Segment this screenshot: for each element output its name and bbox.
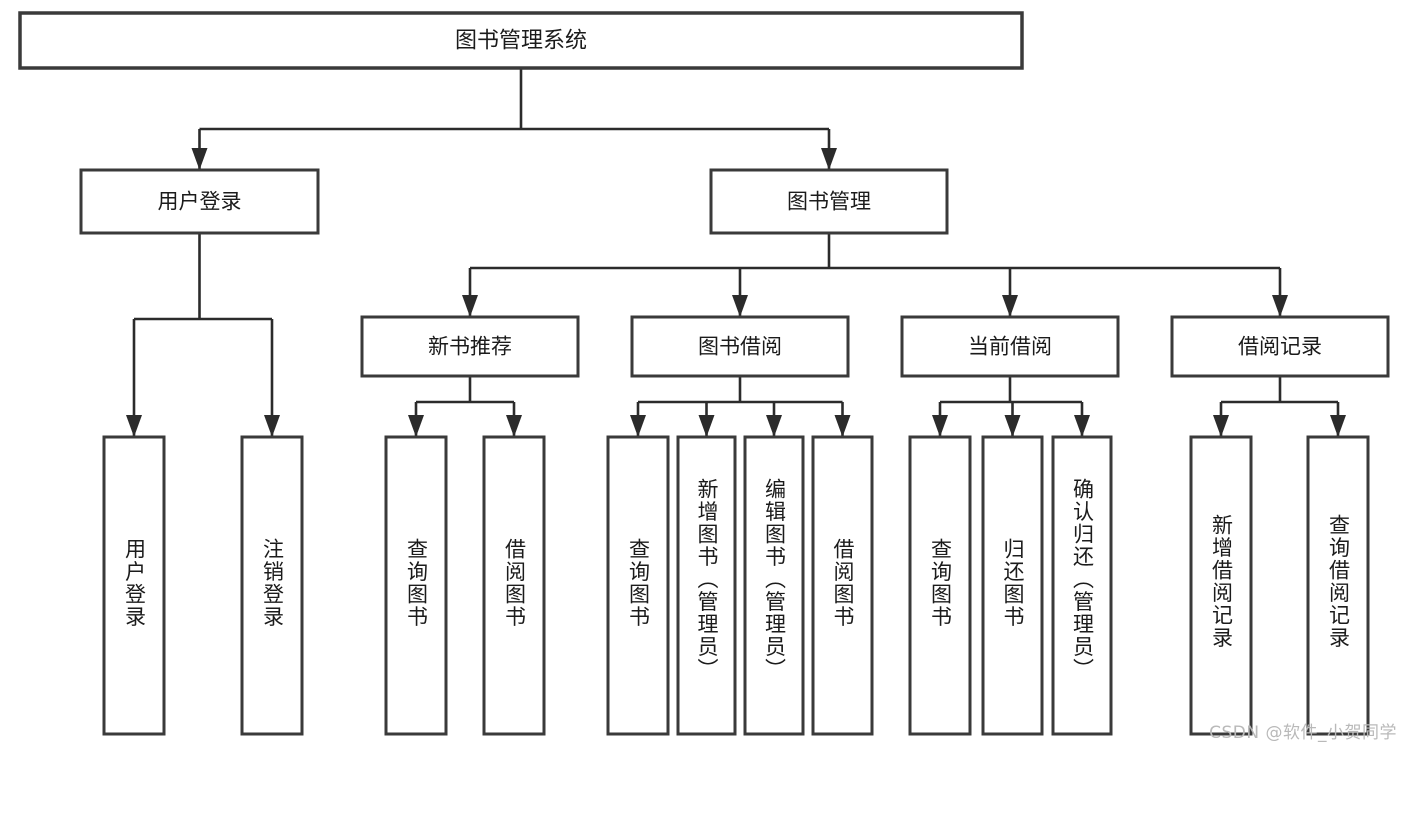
arrow-icon-leaf-confirm-return-admin [1074,415,1090,437]
node-label-borrow-record: 借阅记录 [1238,335,1322,359]
node-label-root: 图书管理系统 [455,29,587,54]
arrow-icon-leaf-add-book-admin [698,415,715,437]
arrow-icon-leaf-borrow-book [834,415,851,437]
node-box-leaf-borrow-book-recommend[interactable] [482,435,546,736]
node-box-leaf-user-login[interactable] [102,435,166,736]
arrow-icon-leaf-user-login [126,415,142,437]
arrow-icon-leaf-add-borrow-record [1213,415,1229,437]
node-box-leaf-query-book-current[interactable] [908,435,972,736]
arrow-icon-leaf-query-book-borrow [630,415,646,437]
arrow-icon-borrow-record [1272,295,1288,317]
node-label-user-login: 用户登录 [158,190,242,214]
node-box-leaf-add-book-admin[interactable] [676,435,737,736]
node-box-user-login[interactable] [79,168,320,235]
node-label-book-manage: 图书管理 [787,190,871,214]
arrow-icon-leaf-return-book [1004,415,1021,437]
node-box-leaf-return-book[interactable] [981,435,1044,736]
arrow-icon-leaf-logout-login [264,415,280,437]
node-box-leaf-add-borrow-record[interactable] [1189,435,1253,736]
node-box-new-book-recommend[interactable] [360,315,580,378]
arrow-icon-leaf-query-borrow-record [1330,415,1346,437]
csdn-watermark: CSDN @软件_小贺同学 [1209,723,1397,743]
arrow-icon-leaf-query-book-recommend [408,415,424,437]
node-box-leaf-logout-login[interactable] [240,435,304,736]
arrow-icon-leaf-query-book-current [932,415,948,437]
node-box-leaf-query-book-borrow[interactable] [606,435,670,736]
arrow-icon-user-login [191,148,208,170]
arrow-icon-book-borrow [732,295,748,317]
node-box-current-borrow[interactable] [900,315,1120,378]
node-box-leaf-confirm-return-admin[interactable] [1051,435,1113,736]
arrow-icon-book-manage [821,148,837,170]
arrow-icon-new-book-recommend [462,295,478,317]
connector-layer [126,68,1346,437]
node-box-leaf-borrow-book[interactable] [811,435,874,736]
node-box-layer [18,11,1390,736]
node-label-new-book-recommend: 新书推荐 [428,335,512,359]
arrow-icon-leaf-borrow-book-recommend [506,415,522,437]
node-box-root[interactable] [18,11,1024,70]
arrow-icon-leaf-edit-book-admin [766,415,782,437]
node-label-book-borrow: 图书借阅 [698,335,782,359]
node-box-leaf-query-borrow-record[interactable] [1306,435,1370,736]
node-box-borrow-record[interactable] [1170,315,1390,378]
node-box-book-borrow[interactable] [630,315,850,378]
arrow-icon-current-borrow [1002,295,1018,317]
node-box-leaf-edit-book-admin[interactable] [743,435,805,736]
diagram-canvas: 图书管理系统用户登录图书管理新书推荐图书借阅当前借阅借阅记录 用户登录注销登录查… [18,11,1397,743]
node-box-book-manage[interactable] [709,168,949,235]
node-label-current-borrow: 当前借阅 [968,335,1052,359]
node-box-leaf-query-book-recommend[interactable] [384,435,448,736]
